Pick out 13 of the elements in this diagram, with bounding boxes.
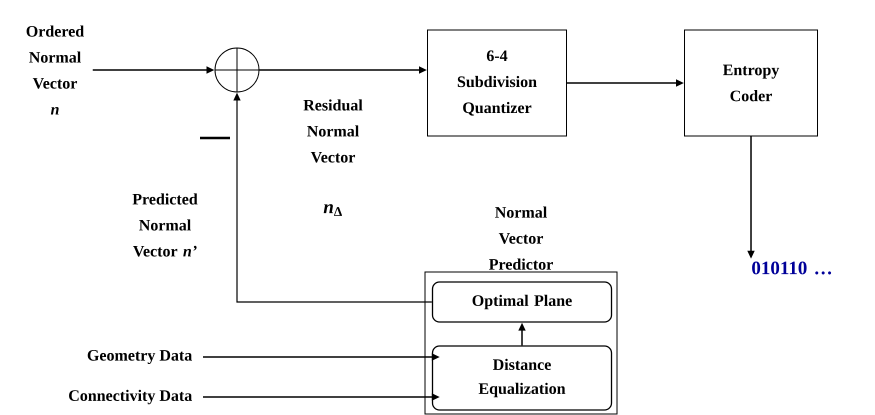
input-label: Connectivity Data (69, 390, 192, 404)
node-label: Ordered Normal Vector n (26, 25, 84, 115)
process-box: 6-4 Subdivision Quantizer (427, 30, 567, 136)
output-bits: 010110 … (752, 262, 832, 274)
node-label: Normal Vector Predictor (488, 206, 553, 270)
summing-junction (214, 47, 260, 93)
process-box: Entropy Coder (684, 30, 818, 136)
process-box: Optimal Plane (432, 281, 612, 323)
signal-symbol: n$_{Δ}$ (324, 204, 342, 216)
edge-label: Predicted Normal Vector n’ (132, 193, 198, 257)
edge-label: Residual Normal Vector (303, 99, 362, 163)
process-box: Distance Equalization (432, 345, 612, 411)
input-label: Geometry Data (88, 350, 192, 364)
